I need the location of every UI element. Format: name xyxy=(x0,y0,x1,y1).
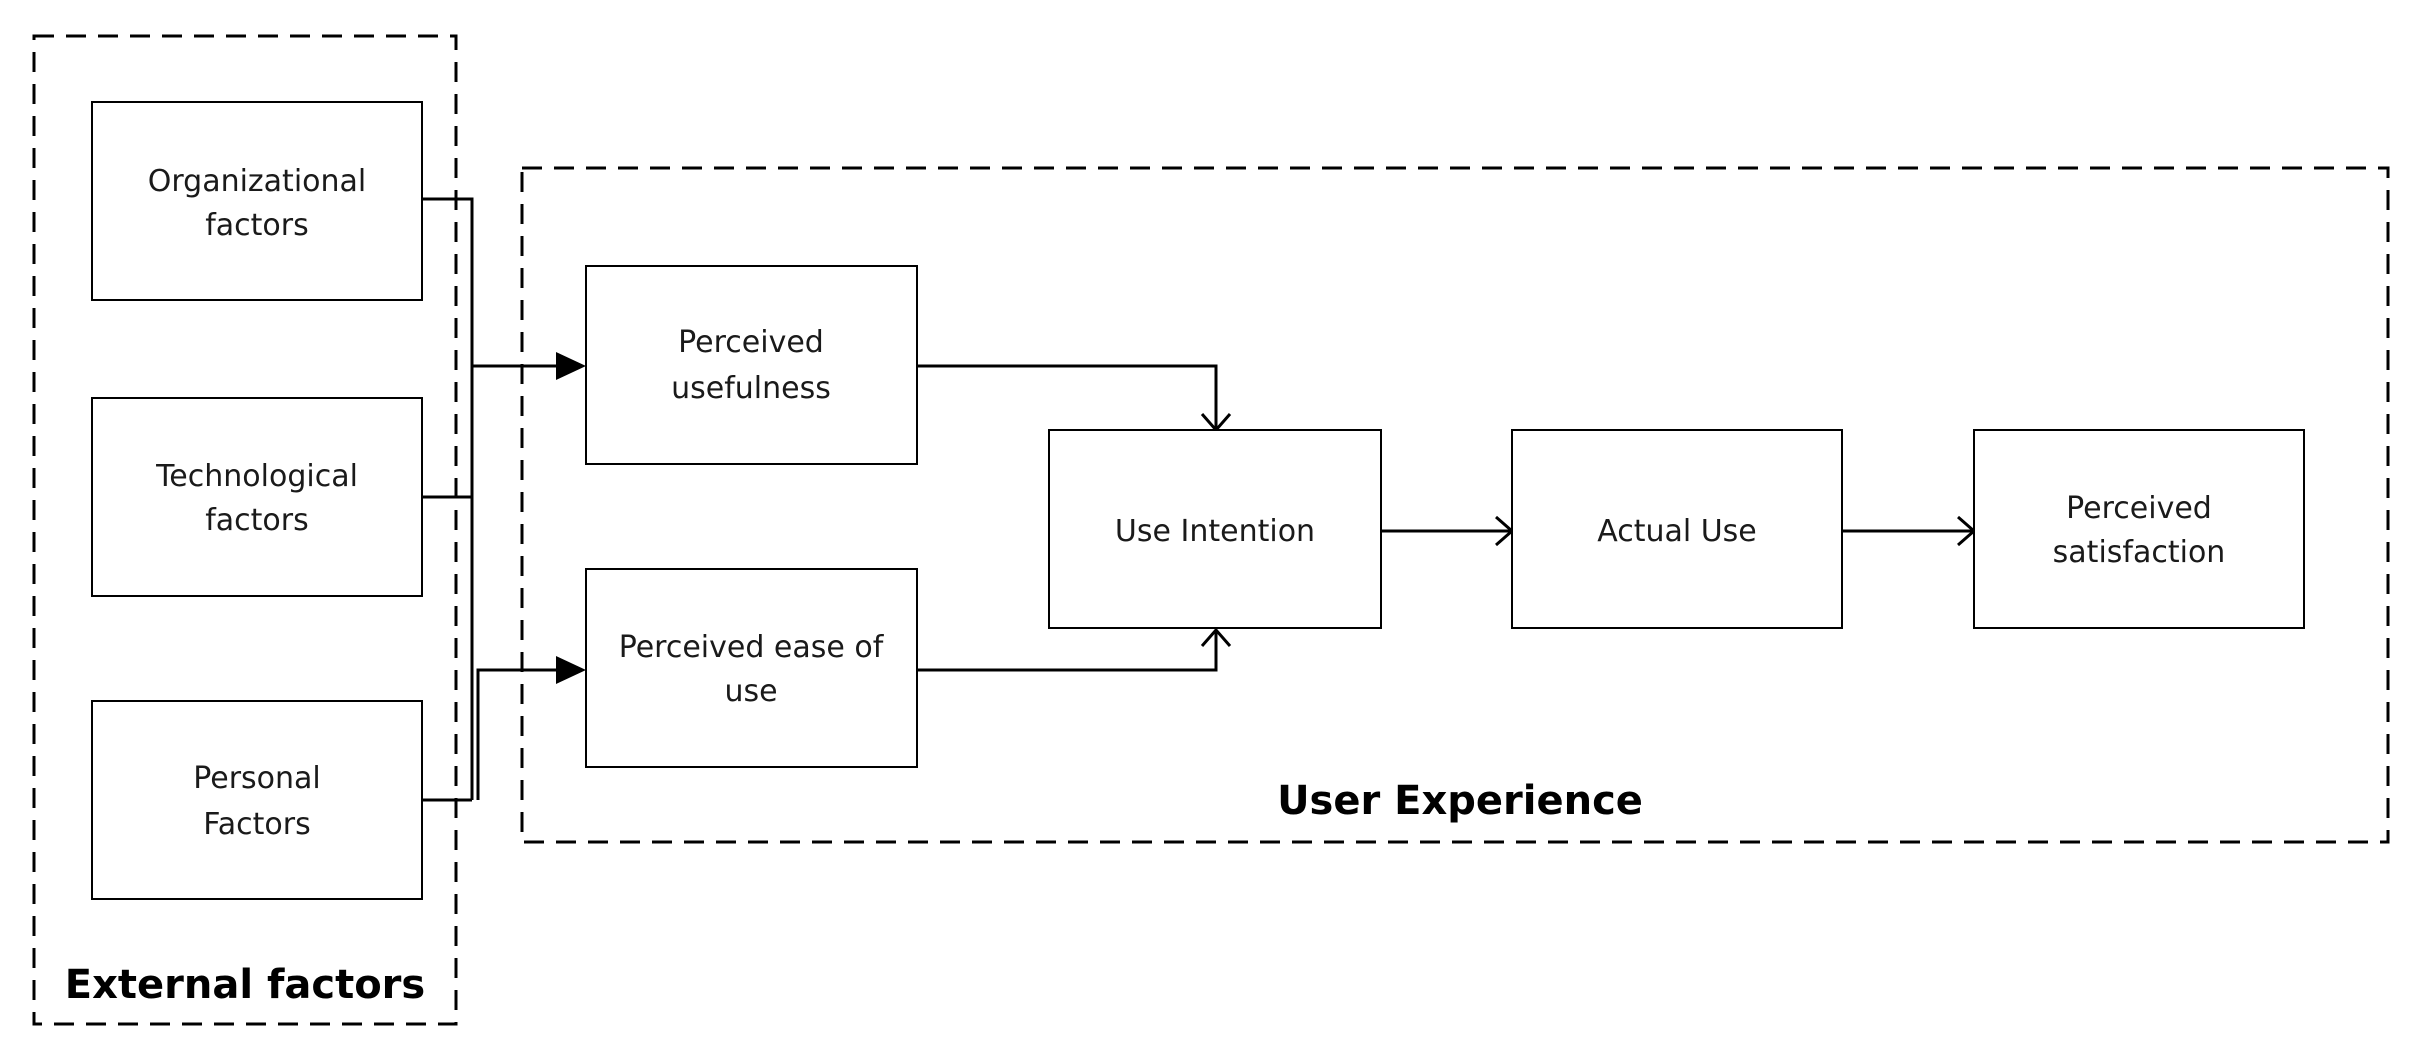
node-use-intention: Use Intention xyxy=(1048,429,1382,629)
external-factors-label: External factors xyxy=(65,962,425,1008)
node-label: use xyxy=(724,674,777,709)
node-perceived-satisfaction: Perceived satisfaction xyxy=(1973,429,2305,629)
node-technological-factors: Technological factors xyxy=(91,397,423,597)
node-label: Perceived xyxy=(2066,491,2212,526)
node-actual-use: Actual Use xyxy=(1511,429,1843,629)
node-label: Factors xyxy=(203,807,310,842)
node-label: Use Intention xyxy=(1115,514,1315,549)
node-label: usefulness xyxy=(671,371,831,406)
edge-to-ease xyxy=(476,668,558,800)
external-connectors xyxy=(422,197,586,802)
node-label: Technological xyxy=(155,459,358,494)
edge-organizational-bus xyxy=(422,197,474,800)
node-label: Perceived ease of xyxy=(619,630,885,665)
arrowhead-usefulness xyxy=(556,352,586,380)
node-label: Organizational xyxy=(148,164,367,199)
node-label: Personal xyxy=(193,761,321,796)
node-label: factors xyxy=(205,208,309,243)
node-label: factors xyxy=(205,503,309,538)
external-factors-group xyxy=(32,34,458,1026)
user-experience-group xyxy=(520,166,2390,844)
node-organizational-factors: Organizational factors xyxy=(91,101,423,301)
node-personal-factors: Personal Factors xyxy=(91,700,423,900)
node-label: Actual Use xyxy=(1597,514,1757,549)
node-label: Perceived xyxy=(678,325,824,360)
node-perceived-usefulness: Perceived usefulness xyxy=(585,265,918,465)
user-experience-label: User Experience xyxy=(1277,778,1643,824)
node-label: satisfaction xyxy=(2053,535,2226,570)
arrowhead-intention-bottom xyxy=(1200,627,1232,647)
arrowhead-ease xyxy=(556,656,586,684)
edge-usefulness-intention xyxy=(917,364,1218,430)
node-perceived-ease-of-use: Perceived ease of use xyxy=(585,568,918,768)
edge-ease-intention xyxy=(917,630,1218,672)
